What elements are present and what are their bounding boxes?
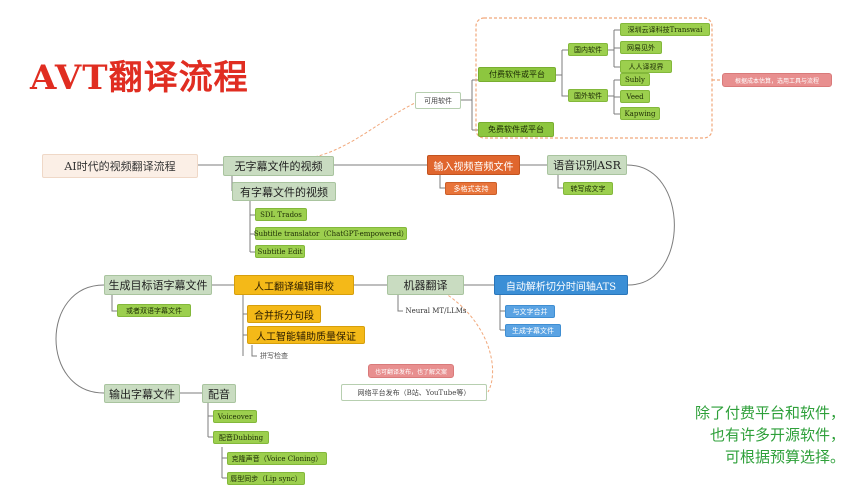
note-cost-estimate: 根据成本估算，选用工具与流程 <box>722 73 832 87</box>
tool-subtitle-edit: Subtitle Edit <box>255 245 305 258</box>
tool-sdl-trados: SDL Trados <box>255 208 307 221</box>
node-ats: 自动解析切分时间轴ATS <box>494 275 628 295</box>
node-lip-sync: 唇型同步（Lip sync） <box>227 472 305 485</box>
note-publish: 也可翻译发布，也了解文案 <box>368 364 454 378</box>
node-domestic: 国内软件 <box>568 43 608 56</box>
side-note-line-2: 也有许多开源软件， <box>709 426 845 444</box>
node-free: 免费软件或平台 <box>478 122 554 137</box>
side-note-line-1: 除了付费平台和软件， <box>694 404 845 422</box>
line-domestic <box>608 29 620 68</box>
domestic-item-renren: 人人译视界 <box>620 60 672 73</box>
node-bilingual-subtitle: 或者双语字幕文件 <box>117 304 191 317</box>
line-gen-child <box>111 295 117 312</box>
line-withsub-tools <box>249 201 255 253</box>
node-voice-cloning: 克隆声音（Voice Cloning） <box>227 452 327 465</box>
side-note-line-3: 可根据预算选择。 <box>724 448 845 466</box>
ats-item-gen-subtitle: 生成字幕文件 <box>505 324 561 337</box>
side-note: 除了付费平台和软件， 也有许多开源软件， 可根据预算选择。 <box>695 402 845 468</box>
foreign-item-kapwing: Kapwing <box>620 107 660 120</box>
node-multi-format: 多格式支持 <box>445 182 497 195</box>
line-input-multi <box>439 175 445 189</box>
root-node: AI时代的视频翻译流程 <box>42 154 198 178</box>
node-transcribe: 转写成文字 <box>563 182 613 195</box>
node-output-subtitle: 输出字幕文件 <box>104 384 180 403</box>
node-no-subtitle-video: 无字幕文件的视频 <box>223 156 334 176</box>
node-gen-target-subtitle: 生成目标语字幕文件 <box>104 275 212 295</box>
line-mt-child <box>397 295 403 312</box>
node-machine-translation: 机器翻译 <box>387 275 464 295</box>
node-dubbing-en: 配音Dubbing <box>213 431 269 444</box>
foreign-item-veed: Veed <box>620 90 650 103</box>
node-neural-mt: Neural MT/LLMs <box>405 307 467 315</box>
line-review-children <box>242 295 257 357</box>
tool-subtitle-translator: Subtitle translator（ChatGPT-empowered） <box>254 227 408 240</box>
node-foreign: 国外软件 <box>568 89 608 102</box>
line-asr-ats <box>626 164 675 286</box>
node-dubbing: 配音 <box>202 384 236 403</box>
line-available <box>460 79 478 131</box>
node-input-audio-video: 输入视频音频文件 <box>427 155 520 175</box>
node-publish-platform: 网络平台发布（B站、YouTube等） <box>341 384 487 401</box>
line-asr-trans <box>557 175 563 189</box>
domestic-item-transwai: 深圳云译科技Transwai <box>620 23 710 36</box>
line-ats-children <box>499 295 505 331</box>
line-gen-output <box>55 284 105 394</box>
foreign-item-subly: Subly <box>620 73 650 86</box>
node-with-subtitle-video: 有字幕文件的视频 <box>232 182 336 201</box>
dash-nosub-available <box>309 102 416 159</box>
node-merge-split: 合并拆分句段 <box>247 305 321 323</box>
domestic-item-jianwai: 网易见外 <box>620 41 662 54</box>
node-voiceover: Voiceover <box>213 410 257 423</box>
node-human-review: 人工翻译编辑审校 <box>234 275 354 295</box>
available-frame <box>475 17 713 139</box>
page-title: AVT翻译流程 <box>30 58 249 98</box>
node-available-software: 可用软件 <box>415 92 461 109</box>
node-spell-check: 拼写检查 <box>260 352 288 360</box>
node-paid: 付费软件或平台 <box>478 67 556 82</box>
node-ai-qa: 人工智能辅助质量保证 <box>247 326 365 344</box>
ats-item-merge-text: 与文字合并 <box>505 305 555 318</box>
line-dub-children <box>207 403 227 479</box>
line-foreign <box>608 79 620 115</box>
node-asr: 语音识别ASR <box>547 155 627 175</box>
line-paid <box>556 49 568 97</box>
